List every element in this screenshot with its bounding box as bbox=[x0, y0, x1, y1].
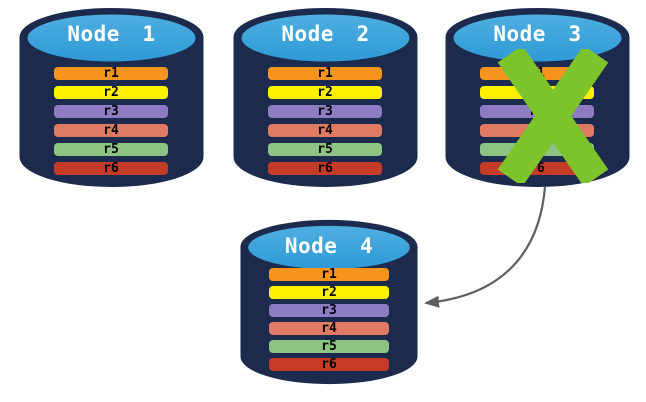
replica-bar: r6 bbox=[54, 162, 168, 175]
replica-bar: r2 bbox=[54, 86, 168, 99]
replica-label: r5 bbox=[103, 142, 119, 157]
node-1: Node 1 r1 r2 r3 r4 r5 r6 bbox=[19, 7, 204, 188]
replica-bar: r4 bbox=[268, 124, 382, 137]
replica-bar: r5 bbox=[54, 143, 168, 156]
replica-bar: r1 bbox=[54, 67, 168, 80]
replica-bar: r5 bbox=[268, 143, 382, 156]
replica-label: r2 bbox=[103, 85, 119, 100]
replica-label: r5 bbox=[317, 142, 333, 157]
replica-label: r1 bbox=[317, 66, 333, 81]
node-4-replica-list: r1 r2 r3 r4 r5 r6 bbox=[269, 268, 389, 376]
failure-x-icon bbox=[497, 49, 609, 183]
replica-label: r4 bbox=[321, 321, 337, 336]
node-4-title: Node 4 bbox=[284, 234, 374, 258]
replica-bar: r6 bbox=[268, 162, 382, 175]
replica-bar: r4 bbox=[269, 322, 389, 335]
replica-bar: r1 bbox=[269, 268, 389, 281]
replica-label: r4 bbox=[317, 123, 333, 138]
replica-label: r6 bbox=[317, 161, 333, 176]
node-2: Node 2 r1 r2 r3 r4 r5 r6 bbox=[233, 7, 418, 188]
replica-bar: r1 bbox=[268, 67, 382, 80]
replica-label: r5 bbox=[321, 339, 337, 354]
replica-label: r2 bbox=[317, 85, 333, 100]
node-1-replica-list: r1 r2 r3 r4 r5 r6 bbox=[54, 67, 168, 181]
replica-label: r3 bbox=[317, 104, 333, 119]
node-2-title: Node 2 bbox=[281, 22, 370, 46]
replica-label: r6 bbox=[103, 161, 119, 176]
replica-bar: r6 bbox=[269, 358, 389, 371]
replica-label: r3 bbox=[321, 303, 337, 318]
replica-bar: r3 bbox=[269, 304, 389, 317]
replica-bar: r2 bbox=[268, 86, 382, 99]
replica-bar: r3 bbox=[268, 105, 382, 118]
replica-bar: r4 bbox=[54, 124, 168, 137]
replica-label: r6 bbox=[321, 357, 337, 372]
replica-label: r2 bbox=[321, 285, 337, 300]
node-3-title: Node 3 bbox=[493, 22, 582, 46]
node-1-title: Node 1 bbox=[67, 22, 156, 46]
node-4: Node 4 r1 r2 r3 r4 r5 r6 bbox=[240, 219, 418, 385]
replica-label: r1 bbox=[321, 267, 337, 282]
replica-bar: r3 bbox=[54, 105, 168, 118]
replica-bar: r5 bbox=[269, 340, 389, 353]
replica-label: r3 bbox=[103, 104, 119, 119]
replica-bar: r2 bbox=[269, 286, 389, 299]
replica-label: r1 bbox=[103, 66, 119, 81]
node-2-replica-list: r1 r2 r3 r4 r5 r6 bbox=[268, 67, 382, 181]
node-3: Node 3 r1 r2 r3 r4 r5 r6 bbox=[445, 7, 630, 188]
replica-label: r4 bbox=[103, 123, 119, 138]
